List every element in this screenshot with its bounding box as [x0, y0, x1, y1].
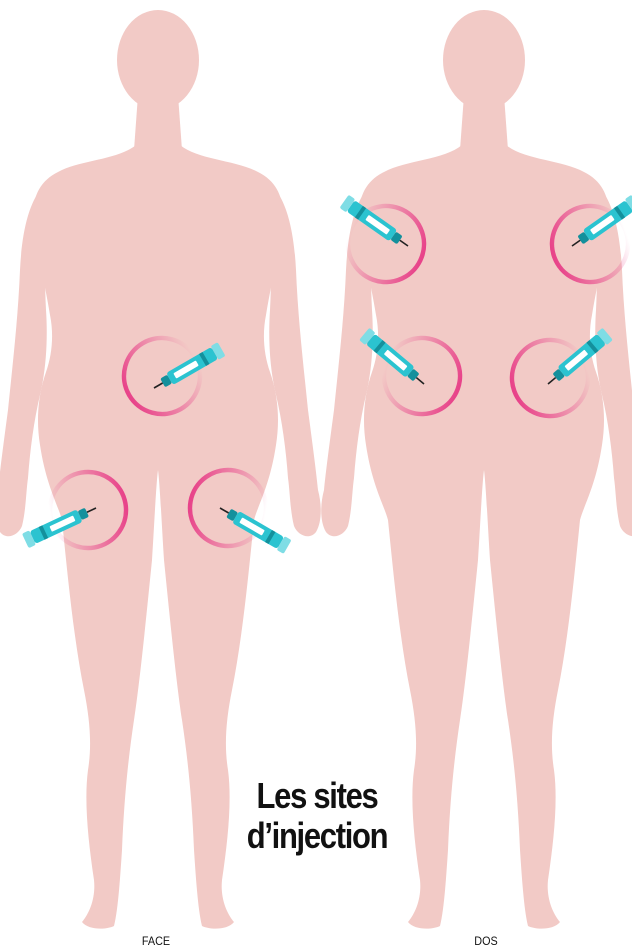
title-line-2: d’injection: [227, 816, 408, 856]
back-view-caption: DOS: [450, 934, 522, 948]
front-view-caption: FACE: [120, 934, 192, 948]
diagram-title: Les sites d’injection: [227, 776, 408, 856]
title-line-1: Les sites: [227, 776, 408, 816]
